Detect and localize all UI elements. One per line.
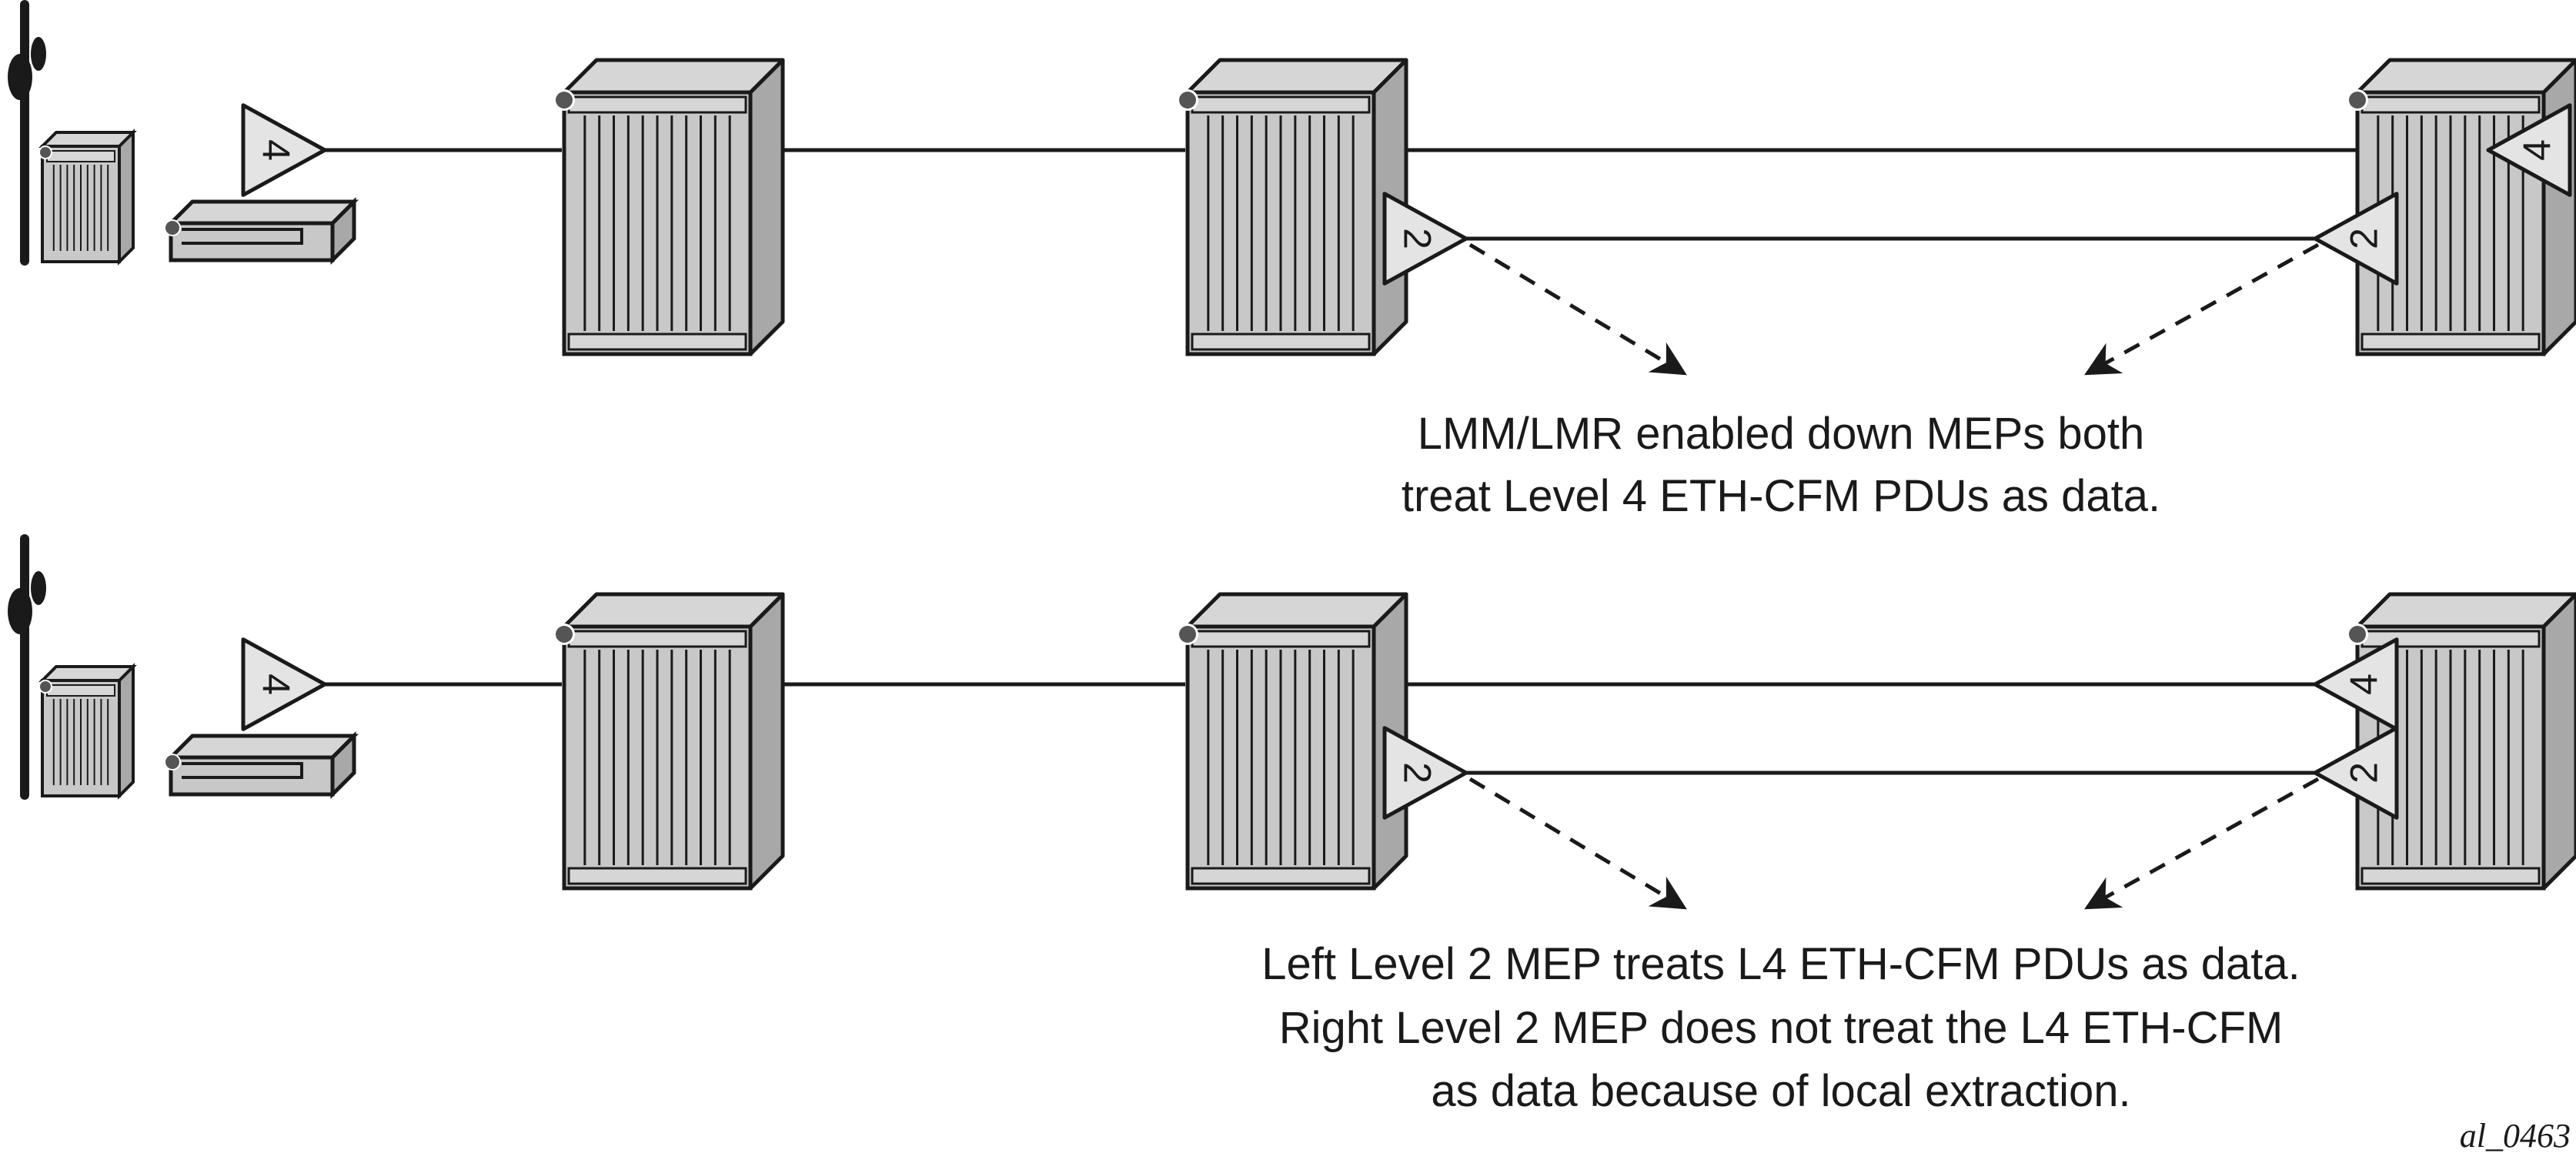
top_panel-mep-right-lower-level-label: 2	[2343, 228, 2386, 249]
bottom-caption-line-2: Right Level 2 MEP does not treat the L4 …	[1279, 1003, 2284, 1053]
top-caption-line-2: treat Level 4 ETH-CFM PDUs as data.	[1402, 471, 2160, 521]
top_panel-mep-right-upper: 4	[2486, 103, 2572, 197]
top_panel-router-1-icon	[553, 58, 785, 356]
top_panel-mep-left-level-label: 4	[254, 139, 297, 161]
bottom_panel-mep-mid: 2	[1382, 726, 1468, 820]
bottom_panel-mep-mid-level-label: 2	[1395, 762, 1438, 784]
top_panel-mep-mid-level-label: 2	[1395, 228, 1438, 249]
bottom_panel-arrow-left	[1468, 777, 1687, 910]
top_panel-router-2-icon	[1177, 58, 1408, 356]
top-caption-line-1: LMM/LMR enabled down MEPs both	[1418, 409, 2145, 459]
bottom_panel-antenna-icon	[8, 534, 46, 800]
bottom_panel-mep-right-lower-level-label: 2	[2343, 762, 2386, 784]
bottom_panel-modem-icon	[164, 730, 359, 800]
top_panel-antenna-icon	[8, 0, 46, 266]
top_panel-mep-mid: 2	[1382, 192, 1468, 286]
figure-id: al_0463	[2460, 1117, 2571, 1155]
top_panel-modem-icon	[164, 196, 359, 266]
top-panel: 4 2 4 2	[8, 0, 2576, 376]
top_panel-arrow-right	[2084, 242, 2320, 376]
bottom-caption-line-1: Left Level 2 MEP treats L4 ETH-CFM PDUs …	[1261, 939, 2300, 989]
bottom-caption-line-3: as data because of local extraction.	[1431, 1066, 2130, 1116]
bottom_panel-mep-right-upper: 4	[2313, 637, 2399, 731]
bottom_panel-mep-right-lower: 2	[2313, 726, 2399, 820]
top_panel-mep-left: 4	[241, 103, 327, 197]
top_panel-mep-right-upper-level-label: 4	[2516, 139, 2559, 161]
top_panel-mep-right-lower: 2	[2313, 192, 2399, 286]
bottom_panel-mep-right-upper-level-label: 4	[2343, 674, 2386, 695]
bottom_panel-router-2-icon	[1177, 592, 1408, 891]
bottom_panel-small-cpe-icon	[38, 663, 137, 800]
top_panel-small-cpe-icon	[38, 129, 137, 266]
bottom_panel-router-1-icon	[553, 592, 785, 891]
top_panel-arrow-left	[1468, 242, 1687, 376]
bottom_panel-arrow-right	[2084, 777, 2320, 910]
bottom_panel-mep-left-level-label: 4	[254, 674, 297, 695]
bottom_panel-mep-left: 4	[241, 637, 327, 731]
bottom-panel: 4 2 4 2	[8, 534, 2576, 910]
